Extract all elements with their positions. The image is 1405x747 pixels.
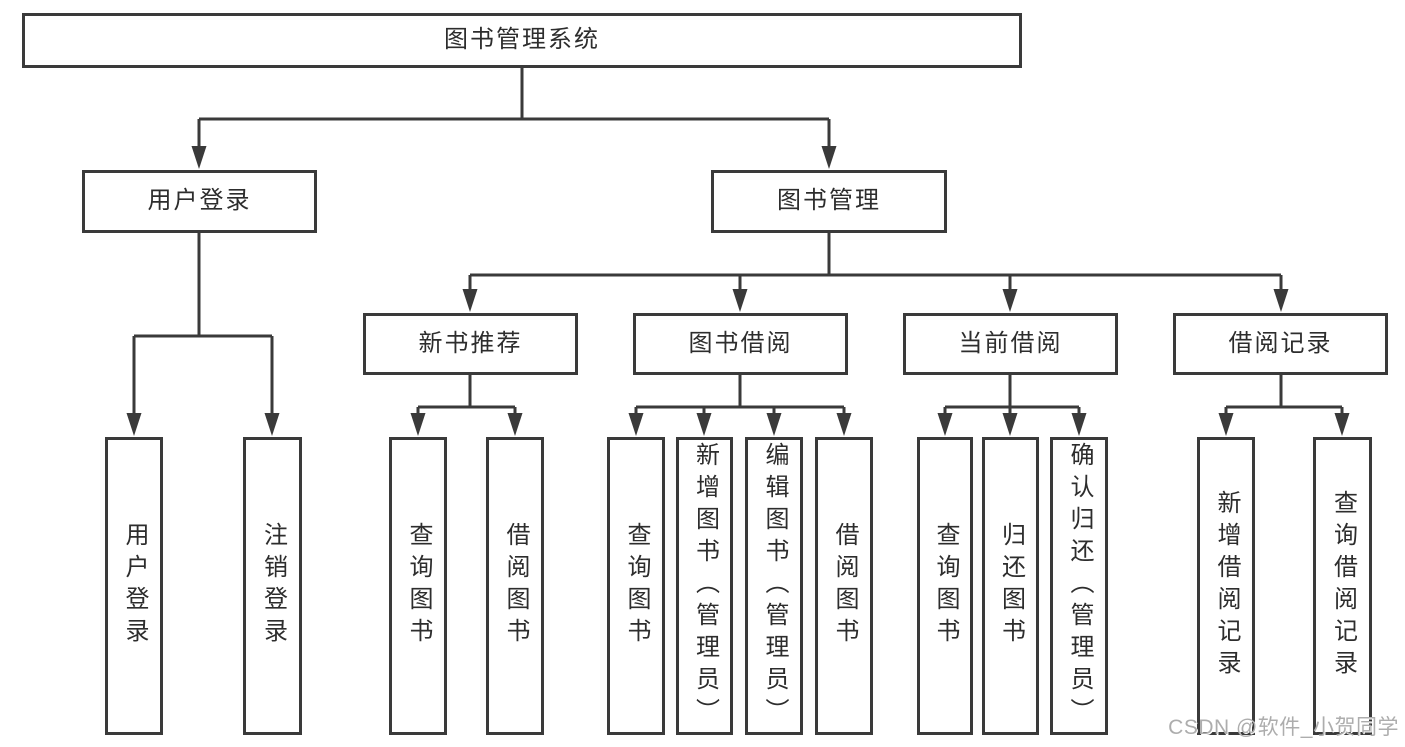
leaf-add-borrow-record: 新增借阅记录 [1197, 437, 1255, 735]
leaf-add-book-admin: 新增图书（管理员） [676, 437, 733, 735]
node-new-book-recommend: 新书推荐 [363, 313, 578, 375]
leaf-confirm-return-admin: 确认归还（管理员） [1050, 437, 1108, 735]
leaf-edit-book-admin: 编辑图书（管理员） [745, 437, 803, 735]
node-user-login: 用户登录 [82, 170, 317, 233]
leaf-user-login: 用户登录 [105, 437, 163, 735]
node-borrowing-records: 借阅记录 [1173, 313, 1388, 375]
leaf-query-books-current: 查询图书 [917, 437, 973, 735]
node-book-management: 图书管理 [711, 170, 947, 233]
node-library-management-system: 图书管理系统 [22, 13, 1022, 68]
leaf-logout: 注销登录 [243, 437, 302, 735]
leaf-return-book: 归还图书 [982, 437, 1039, 735]
arrowheads [126, 146, 1350, 436]
leaf-query-borrow-record: 查询借阅记录 [1313, 437, 1372, 735]
leaf-borrow-books-borrowing: 借阅图书 [815, 437, 873, 735]
node-book-borrowing: 图书借阅 [633, 313, 848, 375]
leaf-borrow-books-recommend: 借阅图书 [486, 437, 544, 735]
leaf-query-books-recommend: 查询图书 [389, 437, 447, 735]
node-current-borrowing: 当前借阅 [903, 313, 1118, 375]
watermark: CSDN @软件_小贺同学 [1168, 716, 1399, 739]
leaf-query-books-borrowing: 查询图书 [607, 437, 665, 735]
